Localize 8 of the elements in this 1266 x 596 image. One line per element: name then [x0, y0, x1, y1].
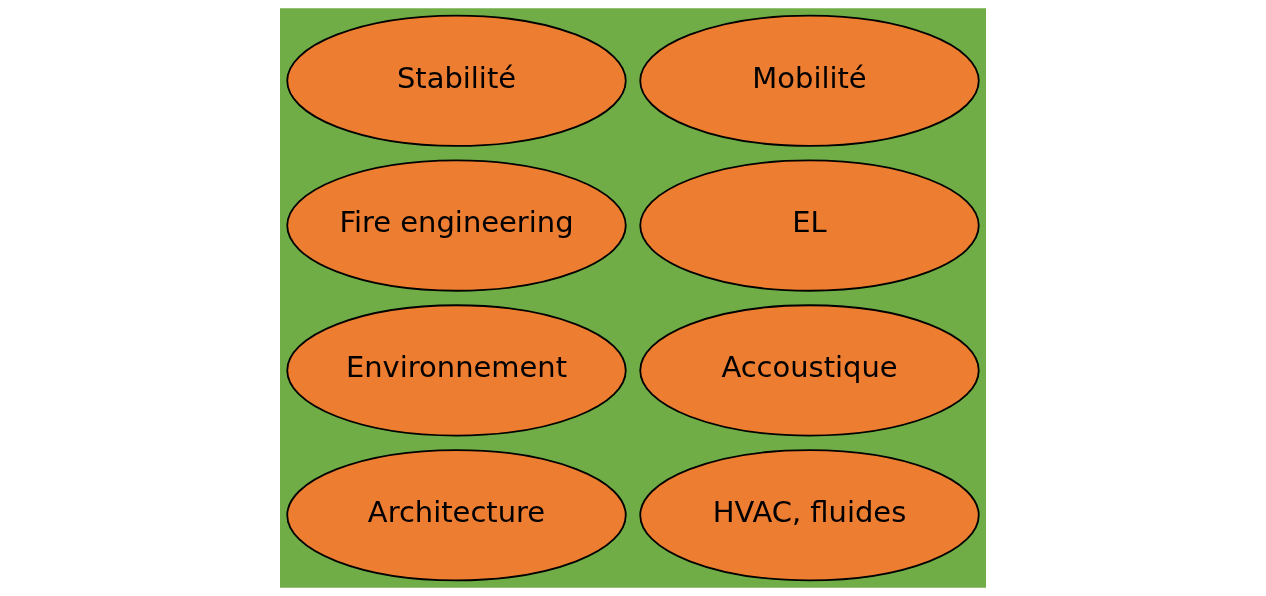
node-ellipse: HVAC, fluides — [639, 449, 980, 582]
node-ellipse: Environnement — [286, 304, 627, 437]
node-ellipse: Accoustique — [639, 304, 980, 437]
node-ellipse: Stabilité — [286, 14, 627, 147]
node-ellipse: EL — [639, 159, 980, 292]
node-ellipse: Architecture — [286, 449, 627, 582]
node-ellipse: Fire engineering — [286, 159, 627, 292]
node-ellipse: Mobilité — [639, 14, 980, 147]
